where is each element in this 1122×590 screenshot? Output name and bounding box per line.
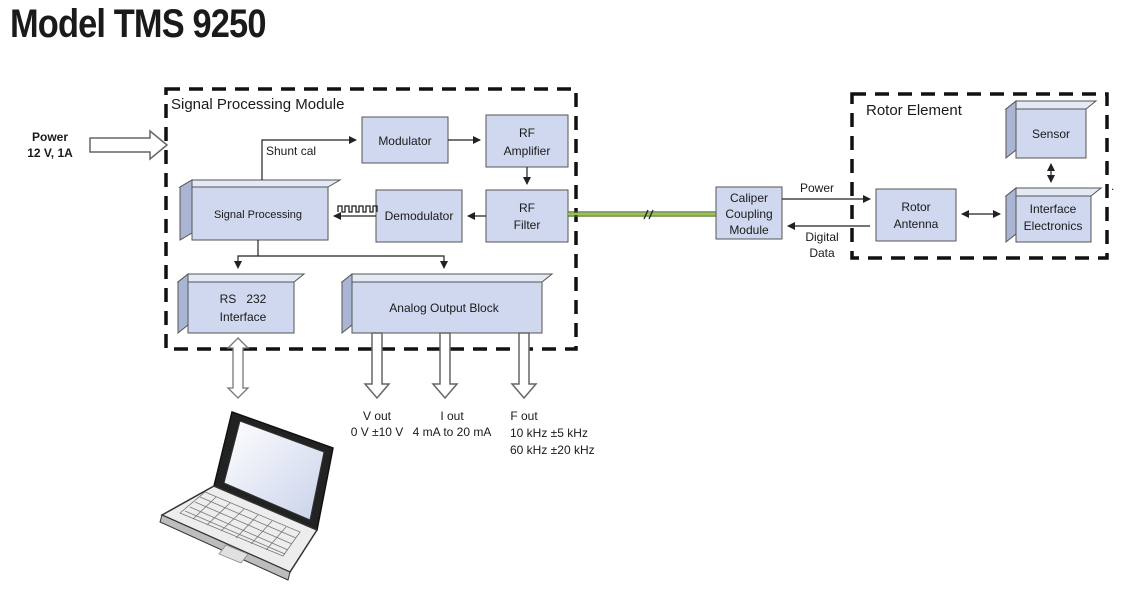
rs232-label-1: RS 232 (220, 292, 267, 306)
rotor-element: Rotor Element (850, 92, 1109, 260)
vout-label: V out (363, 409, 392, 423)
rf-cable (568, 209, 716, 220)
rs232-label-2: Interface (220, 310, 267, 324)
signal-processing-label: Signal Processing (214, 209, 302, 221)
power-link-label: Power (800, 181, 834, 195)
processing-to-analog-connector (258, 255, 448, 269)
processing-to-rs232-connector (234, 240, 259, 269)
vout-arrow (363, 332, 391, 400)
caliper-coupling-module: Caliper Coupling Module (715, 186, 783, 240)
power-input: Power 12 V, 1A (27, 129, 169, 161)
rotor-antenna-label-2: Antenna (894, 217, 939, 231)
module-connections (234, 136, 531, 269)
fout-arrow (510, 332, 538, 400)
analog-output-label: Analog Output Block (389, 301, 499, 315)
shunt-cal-label: Shunt cal (266, 144, 316, 158)
iout-range: 4 mA to 20 mA (413, 425, 492, 439)
digital-data-label-1: Digital (805, 230, 838, 244)
power-arrow (89, 129, 169, 161)
rotor-antenna-label-1: Rotor (901, 200, 930, 214)
rf-filter-label-2: Filter (514, 218, 541, 232)
demodulator-label: Demodulator (385, 209, 454, 223)
rotor-antenna-block: Rotor Antenna (875, 188, 957, 242)
power-rating: 12 V, 1A (27, 146, 73, 160)
rf-amplifier-label-2: Amplifier (504, 144, 551, 158)
modulator-block: Modulator (361, 116, 449, 164)
analog-output-block: Analog Output Block (340, 272, 554, 335)
modulator-label: Modulator (378, 134, 431, 148)
rotor-element-label: Rotor Element (866, 102, 963, 119)
digital-signal-icon (337, 205, 378, 213)
iout-label: I out (440, 409, 464, 423)
fout-range-1: 10 kHz ±5 kHz (510, 426, 588, 440)
digital-data-label-2: Data (809, 246, 835, 260)
shunt-cal-connector (261, 136, 357, 180)
rf-amplifier-label-1: RF (519, 126, 535, 140)
rs232-interface-block: RS 232 Interface (176, 272, 306, 335)
signal-processing-block: Signal Processing (178, 179, 342, 241)
interface-electronics-block: Interface Electronics (1004, 186, 1103, 244)
rotor-links (782, 195, 871, 230)
caliper-label-3: Module (729, 223, 769, 237)
fout-label: F out (510, 409, 538, 423)
rf-filter-block: RF Filter (485, 189, 569, 243)
page-title: Model TMS 9250 (10, 2, 266, 46)
caliper-label-1: Caliper (730, 191, 768, 205)
cable-break-icon (643, 209, 654, 220)
rf-amplifier-block: RF Amplifier (485, 114, 569, 168)
fout-range-2: 60 kHz ±20 kHz (510, 443, 595, 457)
demodulator-block: Demodulator (375, 189, 463, 243)
rf-filter-label-1: RF (519, 201, 535, 215)
signal-processing-module-label: Signal Processing Module (171, 96, 344, 113)
output-arrows (363, 332, 538, 400)
signal-processing-module: Signal Processing Module (164, 87, 578, 351)
sensor-block: Sensor (1004, 99, 1098, 160)
interface-electronics-label-1: Interface (1030, 202, 1077, 216)
iout-arrow (431, 332, 459, 400)
power-label: Power (32, 130, 68, 144)
sensor-label: Sensor (1032, 127, 1070, 141)
laptop-icon (159, 411, 334, 581)
vout-range: 0 V ±10 V (351, 425, 404, 439)
interface-electronics-label-2: Electronics (1024, 219, 1083, 233)
rs232-laptop-link (226, 337, 250, 399)
caliper-label-2: Coupling (725, 207, 772, 221)
edge-mark: . (1111, 179, 1114, 193)
